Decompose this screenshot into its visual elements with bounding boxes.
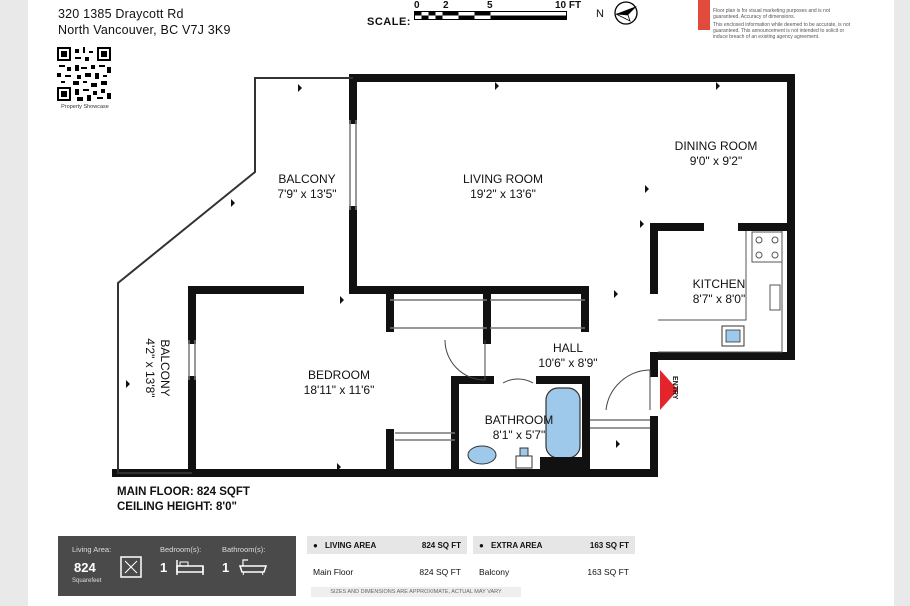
extra-area-header-label: EXTRA AREA [491, 541, 543, 550]
room-dims: 8'7" x 8'0" [692, 292, 746, 306]
disclaimer-line-1: Floor plan is for visual marketing purpo… [713, 8, 831, 20]
bathtub-stat-icon [238, 559, 268, 576]
address-line-1: 320 1385 Draycott Rd [58, 7, 184, 21]
room-hall: HALL 10'6" x 8'9" [538, 341, 597, 371]
room-name: BEDROOM [307, 368, 370, 382]
room-name: HALL [552, 341, 584, 355]
brand-logo [698, 0, 710, 30]
area-icon [120, 556, 142, 578]
living-area-row: Main Floor 824 SQ FT [307, 562, 467, 577]
room-name: LIVING ROOM [462, 172, 544, 186]
disclaimer-line-2: This enclosed information while deemed t… [713, 22, 851, 40]
north-label: N [596, 8, 604, 20]
stats-panel: Living Area: 824 Squarefeet Bedroom(s): … [58, 536, 296, 596]
entry-label: ENTRY [671, 376, 678, 400]
extra-area-row-value: 163 SQ FT [587, 567, 629, 577]
extra-area-table: ● EXTRA AREA 163 SQ FT Balcony 163 SQ FT [473, 536, 635, 577]
extra-area-header-value: 163 SQ FT [589, 541, 629, 550]
bullet-icon: ● [479, 541, 484, 550]
room-dims: 10'6" x 8'9" [538, 356, 598, 370]
scale-tick-10: 10 FT [555, 0, 582, 11]
room-dims: 9'0" x 9'2" [689, 154, 743, 168]
entry-marker-icon [660, 370, 678, 410]
address-line-2: North Vancouver, BC V7J 3K9 [58, 23, 231, 37]
scale-tick-5: 5 [487, 0, 493, 11]
room-dims: 4'2" x 13'8" [143, 338, 157, 398]
living-area-row-label: Main Floor [313, 567, 354, 577]
bedrooms-value: 1 [160, 560, 168, 575]
outer-wall-right [349, 74, 795, 377]
living-area-value: 824 [74, 560, 96, 575]
scale-bar [414, 11, 567, 20]
room-bedroom: BEDROOM 18'11" x 11'6" [304, 368, 375, 398]
room-name: BATHROOM [484, 413, 554, 427]
page-margin-left [0, 0, 28, 606]
floor-info: MAIN FLOOR: 824 SQFT CEILING HEIGHT: 8'0… [117, 485, 250, 515]
room-name: BALCONY [158, 339, 172, 397]
bathrooms-value: 1 [222, 560, 230, 575]
living-area-table-header: ● LIVING AREA 824 SQ FT [307, 536, 467, 554]
room-dims: 18'11" x 11'6" [303, 383, 375, 397]
scale-tick-2: 2 [443, 0, 449, 11]
living-area-header-value: 824 SQ FT [421, 541, 461, 550]
room-living: LIVING ROOM 19'2" x 13'6" [463, 172, 543, 202]
qr-caption: Property Showcase [61, 104, 109, 110]
living-area-label: Living Area: [72, 545, 112, 554]
footnote: SIZES AND DIMENSIONS ARE APPROXIMATE, AC… [311, 587, 521, 597]
living-area-table: ● LIVING AREA 824 SQ FT Main Floor 824 S… [307, 536, 467, 577]
room-bathroom: BATHROOM 8'1" x 5'7" [485, 413, 553, 443]
main-floor-area: MAIN FLOOR: 824 SQFT [117, 486, 250, 498]
room-balcony-top: BALCONY 7'9" x 13'5" [277, 172, 336, 202]
extra-area-row: Balcony 163 SQ FT [473, 562, 635, 577]
living-area-header-label: LIVING AREA [325, 541, 377, 550]
disclaimer-text: Floor plan is for visual marketing purpo… [713, 8, 853, 40]
room-kitchen: KITCHEN 8'7" x 8'0" [693, 277, 746, 307]
room-dims: 8'1" x 5'7" [492, 428, 546, 442]
scale-label: SCALE: [367, 16, 411, 28]
property-address: 320 1385 Draycott Rd North Vancouver, BC… [58, 6, 231, 38]
bullet-icon: ● [313, 541, 318, 550]
room-dims: 7'9" x 13'5" [277, 187, 337, 201]
room-name: BALCONY [278, 172, 336, 186]
bed-icon [176, 560, 204, 575]
bathrooms-label: Bathroom(s): [222, 545, 266, 554]
bedrooms-label: Bedroom(s): [160, 545, 202, 554]
room-dims: 19'2" x 13'6" [470, 187, 536, 201]
room-name: DINING ROOM [674, 139, 758, 153]
extra-area-table-header: ● EXTRA AREA 163 SQ FT [473, 536, 635, 554]
page-margin-right [894, 0, 910, 606]
living-area-unit: Squarefeet [72, 578, 102, 584]
ceiling-height: CEILING HEIGHT: 8'0" [117, 501, 238, 513]
room-dining: DINING ROOM 9'0" x 9'2" [675, 139, 758, 169]
room-name: KITCHEN [692, 277, 746, 291]
room-balcony-side: BALCONY 4'2" x 13'8" [142, 338, 172, 397]
north-arrow-icon [614, 1, 638, 25]
qr-code[interactable] [57, 47, 111, 101]
scale-tick-0: 0 [414, 0, 420, 11]
extra-area-row-label: Balcony [479, 567, 510, 577]
living-area-row-value: 824 SQ FT [419, 567, 461, 577]
